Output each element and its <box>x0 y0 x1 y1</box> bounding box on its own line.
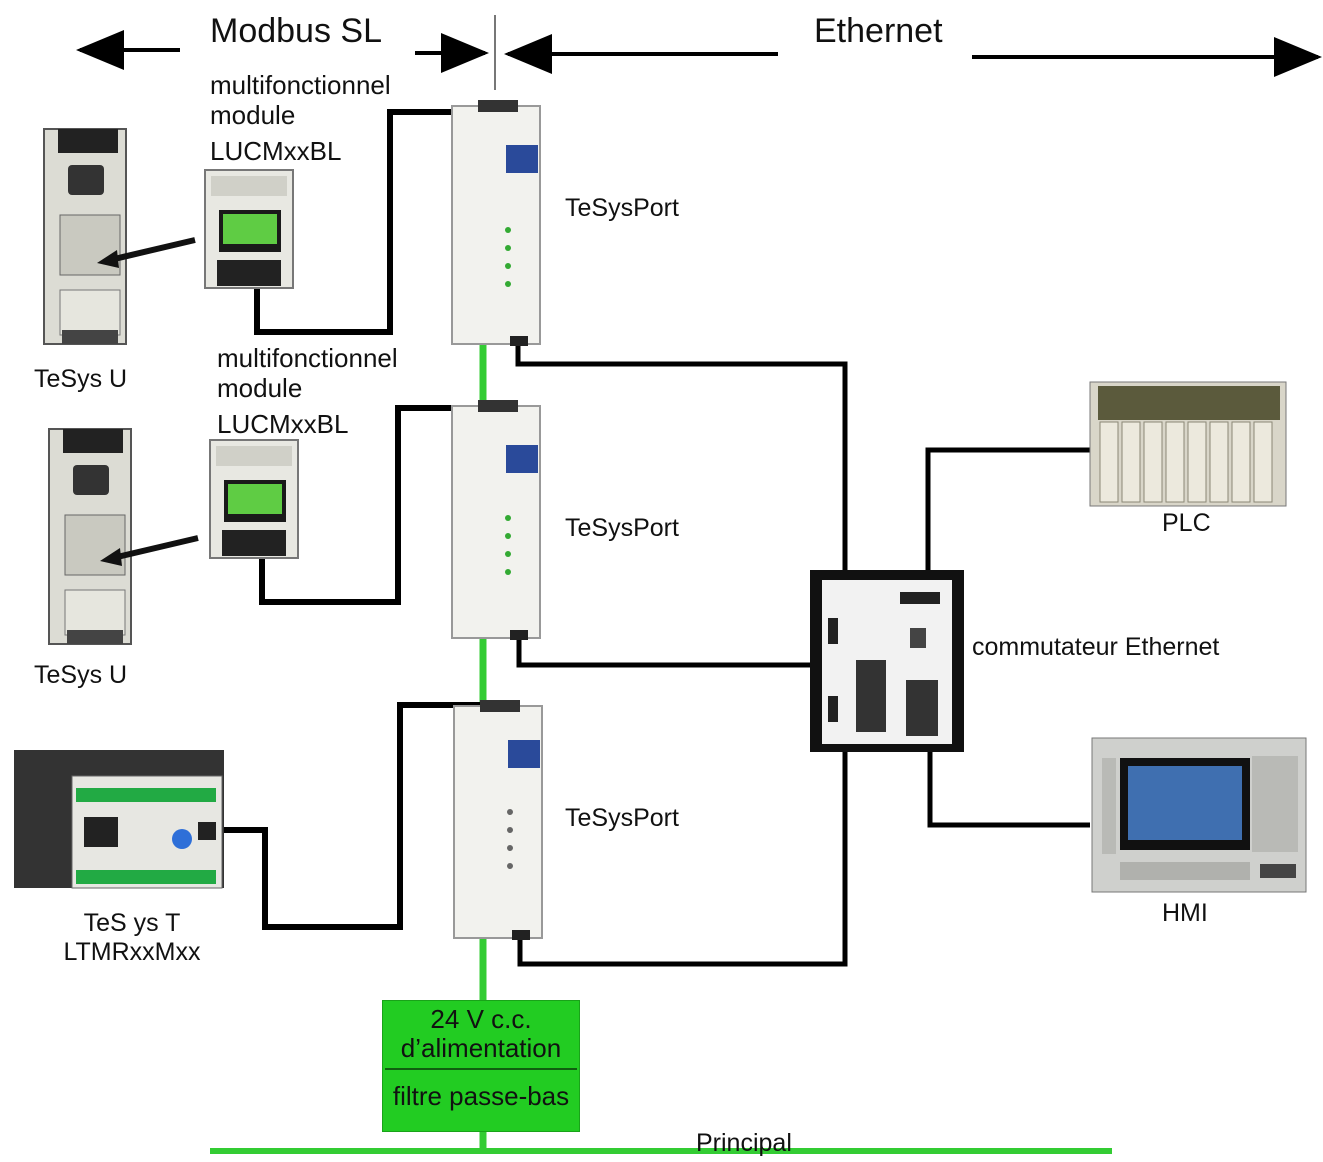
ethernet-cable-plc <box>925 447 1092 572</box>
tesysport-device-icon <box>451 100 541 346</box>
ethernet-switch-icon <box>810 570 964 752</box>
tesys-u-starter-icon <box>43 128 127 345</box>
hmi-panel-icon <box>1091 737 1307 893</box>
ethernet-cable-hmi <box>927 752 1090 828</box>
psu-text: 24 V c.c. d’alimentation <box>400 1004 562 1063</box>
ethernet-cable-1 <box>515 345 848 572</box>
plc-label: PLC <box>1162 509 1211 537</box>
filter-label: filtre passe-bas <box>392 1081 570 1111</box>
multifunction-module-icon <box>204 169 294 289</box>
tesysport-label-2: TeSysPort <box>565 514 679 542</box>
tesys-t-label: TeS ys T LTMRxxMxx <box>63 909 201 967</box>
tesysport-device-icon <box>451 400 541 640</box>
module-label-2: multifonctionnel module LUCMxxBL <box>217 343 398 439</box>
tesys-t-controller-icon <box>14 750 224 889</box>
ethernet-cable-2 <box>516 638 812 668</box>
ethernet-cable-3 <box>517 752 848 967</box>
hmi-label: HMI <box>1162 899 1208 927</box>
tesys-u-label-2: TeSys U <box>34 661 128 689</box>
switch-label: commutateur Ethernet <box>972 633 1220 661</box>
module-label-1: multifonctionnel module LUCMxxBL <box>210 70 391 166</box>
tesys-u-starter-icon <box>48 428 132 645</box>
arrow-icon <box>97 237 196 268</box>
tesysport-label-1: TeSysPort <box>565 194 679 222</box>
multifunction-module-icon <box>209 439 299 559</box>
ethernet-heading: Ethernet <box>814 12 943 50</box>
psu-divider <box>385 1068 577 1070</box>
main-power-label: Principal <box>696 1129 792 1157</box>
modbus-heading: Modbus SL <box>210 12 382 50</box>
tesysport-label-3: TeSysPort <box>565 804 679 832</box>
arrow-icon <box>100 535 199 566</box>
plc-rack-icon <box>1089 381 1287 507</box>
tesys-u-label-1: TeSys U <box>34 365 128 393</box>
power-supply-box: 24 V c.c. d’alimentation filtre passe-ba… <box>382 1000 580 1132</box>
tesysport-device-icon <box>453 700 543 940</box>
